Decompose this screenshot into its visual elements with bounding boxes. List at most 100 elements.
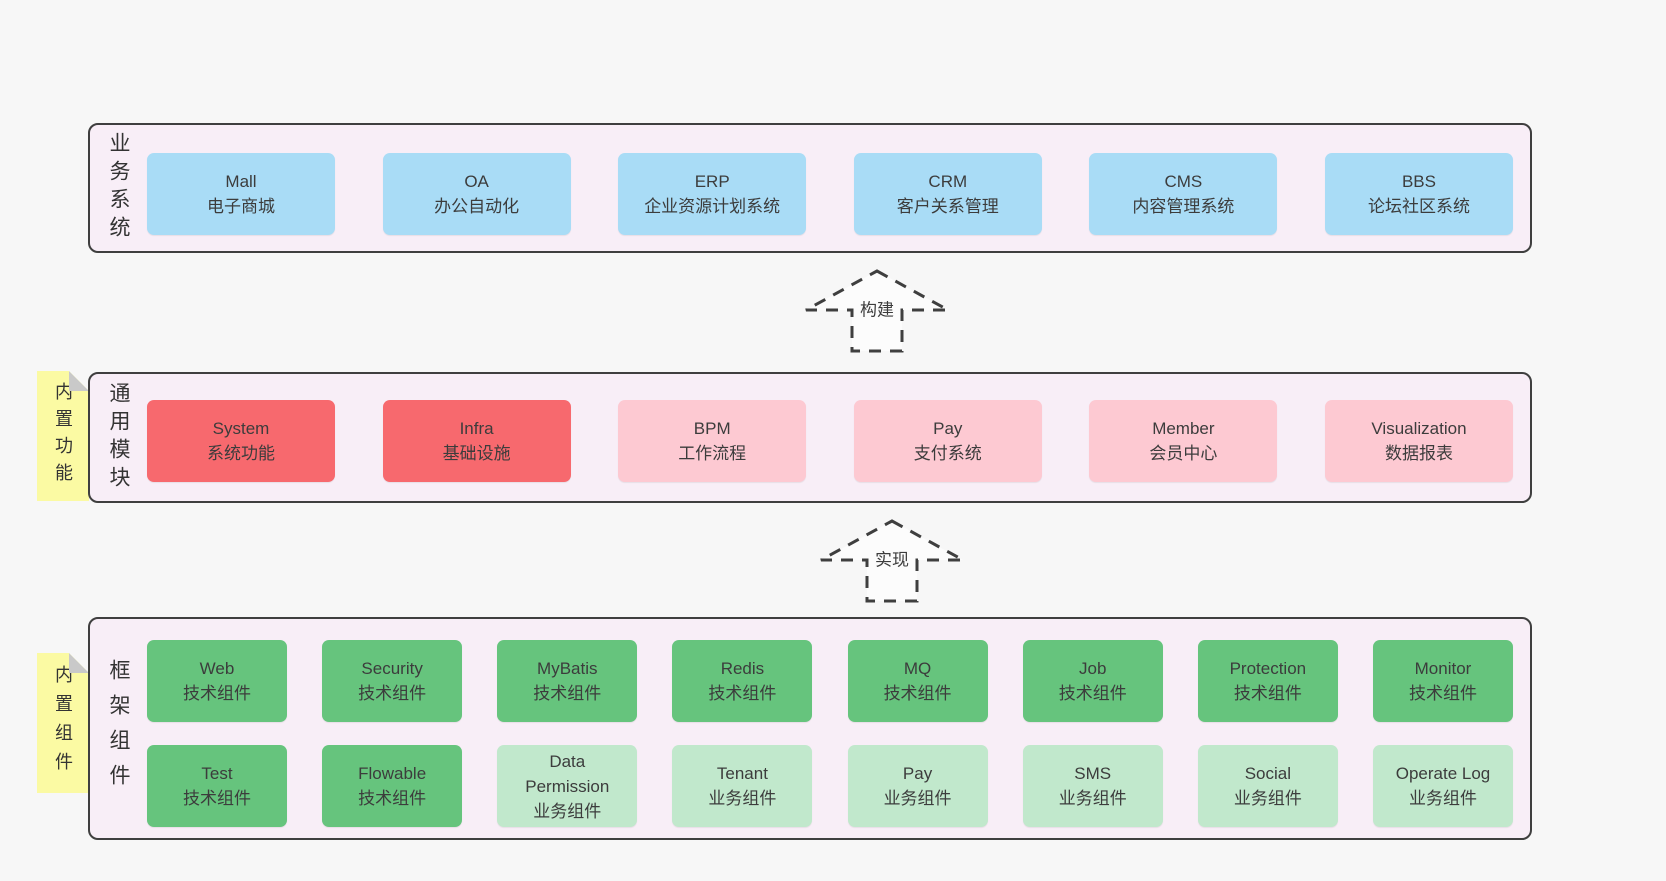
box-oa: OA 办公自动化 — [382, 153, 571, 235]
box-redis: Redis 技术组件 — [672, 640, 813, 722]
box-cms: CMS 内容管理系统 — [1089, 153, 1278, 235]
box-subtitle: 技术组件 — [358, 789, 427, 808]
box-title: MyBatis — [537, 659, 598, 678]
box-pay: Pay 业务组件 — [847, 745, 988, 827]
builtin-components-label: 内置组件 — [53, 665, 73, 781]
section-business-systems: 业务系统 Mall 电子商城 OA 办公自动化 ERP 企业资源计划系统 CRM 客户关系管理… — [88, 123, 1532, 253]
note-fold-corner-icon — [69, 371, 89, 391]
box-title: Pay — [933, 419, 963, 438]
box-title: Member — [1152, 419, 1215, 438]
box-title: Visualization — [1371, 419, 1467, 438]
box-web: Web 技术组件 — [147, 640, 287, 722]
builtin-features-label: 内置功能 — [53, 382, 73, 490]
box-data-permission: Data Permission 业务组件 — [497, 745, 638, 827]
box-title: Redis — [720, 659, 765, 678]
box-title: Infra — [459, 419, 494, 438]
box-subtitle: 会员中心 — [1149, 444, 1218, 463]
box-title: BPM — [693, 419, 731, 438]
box-erp: ERP 企业资源计划系统 — [618, 153, 807, 235]
box-title: SMS — [1074, 764, 1112, 783]
box-subtitle: 业务组件 — [708, 789, 777, 808]
box-flowable: Flowable 技术组件 — [322, 745, 463, 827]
box-tenant: Tenant 业务组件 — [672, 745, 813, 827]
build-arrow: 构建 — [802, 268, 952, 354]
box-title: Flowable — [358, 764, 427, 783]
box-subtitle: 技术组件 — [183, 789, 251, 808]
box-subtitle: 办公自动化 — [434, 197, 520, 216]
box-subtitle: 技术组件 — [1058, 684, 1127, 703]
section-label-framework-components: 框架组件 — [107, 658, 130, 799]
box-title: Security — [361, 659, 423, 678]
box-subtitle: 支付系统 — [913, 444, 982, 463]
box-subtitle: 业务组件 — [1058, 789, 1127, 808]
box-subtitle: 内容管理系统 — [1132, 197, 1235, 216]
box-social: Social 业务组件 — [1197, 745, 1338, 827]
box-bpm: BPM 工作流程 — [618, 400, 807, 482]
box-title: Job — [1078, 659, 1107, 678]
box-title: ERP — [694, 172, 730, 191]
box-security: Security 技术组件 — [322, 640, 463, 722]
box-subtitle: 系统功能 — [207, 444, 275, 463]
box-title: Operate Log — [1395, 764, 1491, 783]
box-title: Tenant — [716, 764, 768, 783]
box-title: Test — [201, 764, 233, 783]
box-operate-log: Operate Log 业务组件 — [1372, 745, 1513, 827]
box-subtitle: 论坛社区系统 — [1367, 197, 1470, 216]
sticky-note-builtin-components: 内置组件 — [37, 653, 89, 793]
box-subtitle: 基础设施 — [442, 444, 511, 463]
box-subtitle: 业务组件 — [533, 801, 602, 821]
box-title: BBS — [1401, 172, 1436, 191]
box-subtitle: 电子商城 — [207, 197, 275, 216]
box-subtitle: 技术组件 — [358, 684, 427, 703]
box-subtitle: 技术组件 — [533, 684, 602, 703]
box-title: Web — [199, 659, 235, 678]
box-subtitle: 企业资源计划系统 — [644, 197, 781, 216]
box-title: Pay — [902, 764, 933, 783]
box-subtitle: 工作流程 — [678, 444, 747, 463]
sticky-note-builtin-features: 内置功能 — [37, 371, 89, 501]
box-subtitle: 技术组件 — [183, 684, 251, 703]
business-box-row: Mall 电子商城 OA 办公自动化 ERP 企业资源计划系统 CRM 客户关系管理 CMS 内容… — [147, 153, 1513, 235]
implement-arrow: 实现 — [817, 518, 967, 604]
box-subtitle: 业务组件 — [1233, 789, 1302, 808]
section-label-business-systems: 业务系统 — [107, 132, 130, 244]
box-subtitle: 技术组件 — [1233, 684, 1302, 703]
box-crm: CRM 客户关系管理 — [853, 153, 1042, 235]
box-visualization: Visualization 数据报表 — [1324, 400, 1513, 482]
box-title: Mall — [225, 172, 257, 191]
box-subtitle: 技术组件 — [708, 684, 777, 703]
box-subtitle: 技术组件 — [883, 684, 952, 703]
box-job: Job 技术组件 — [1022, 640, 1163, 722]
box-subtitle: 数据报表 — [1384, 444, 1453, 463]
box-title: OA — [464, 172, 489, 191]
box-title: CMS — [1164, 172, 1203, 191]
box-member: Member 会员中心 — [1089, 400, 1278, 482]
box-infra: Infra 基础设施 — [382, 400, 571, 482]
box-protection: Protection 技术组件 — [1197, 640, 1338, 722]
box-test: Test 技术组件 — [147, 745, 287, 827]
box-title: Data Permission — [525, 751, 610, 796]
build-arrow-label: 构建 — [857, 295, 897, 321]
box-pay: Pay 支付系统 — [853, 400, 1042, 482]
box-subtitle: 业务组件 — [883, 789, 952, 808]
box-bbs: BBS 论坛社区系统 — [1324, 153, 1513, 235]
box-title: Social — [1244, 764, 1291, 783]
box-mall: Mall 电子商城 — [147, 153, 335, 235]
note-fold-corner-icon — [69, 653, 89, 673]
box-subtitle: 技术组件 — [1408, 684, 1477, 703]
box-title: Protection — [1229, 659, 1307, 678]
box-title: CRM — [928, 172, 968, 191]
box-title: Monitor — [1414, 659, 1472, 678]
implement-arrow-label: 实现 — [872, 545, 912, 571]
box-subtitle: 客户关系管理 — [896, 197, 999, 216]
box-subtitle: 业务组件 — [1408, 789, 1477, 808]
box-monitor: Monitor 技术组件 — [1372, 640, 1513, 722]
section-label-common-modules: 通用模块 — [107, 381, 130, 494]
